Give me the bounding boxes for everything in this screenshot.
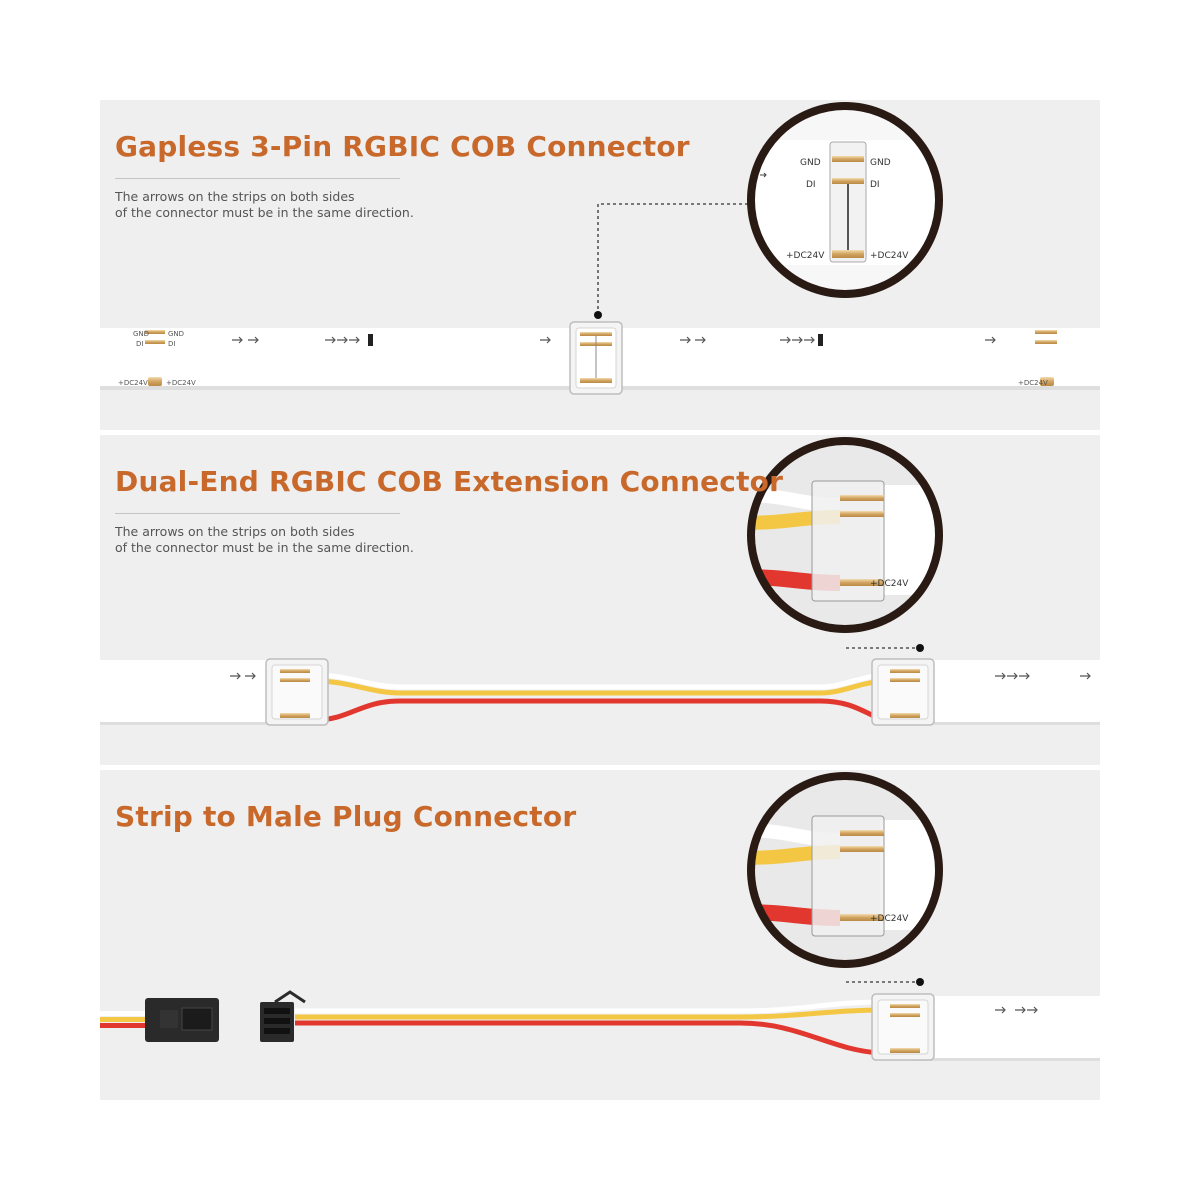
section-title: Dual-End RGBIC COB Extension Connector xyxy=(115,465,784,498)
note-line-1: The arrows on the strips on both sides xyxy=(115,189,355,204)
clip-connector-icon xyxy=(265,658,329,726)
led-strip xyxy=(912,996,1100,1060)
clip-connector-icon xyxy=(871,658,935,726)
magnifier-circle-icon: +DC24V xyxy=(747,772,943,968)
title-divider xyxy=(115,178,400,179)
svg-text:+DC24V: +DC24V xyxy=(166,379,196,387)
zoom-label-din-right: DI xyxy=(870,180,880,190)
direction-arrow-icon xyxy=(230,672,1091,680)
led-strip-right xyxy=(912,660,1100,724)
note-line-1: The arrows on the strips on both sides xyxy=(115,524,355,539)
plug-wires xyxy=(295,999,881,1056)
zoom-label-power: +DC24V xyxy=(870,914,909,924)
title-divider xyxy=(115,513,400,514)
extension-diagram: +DC24V xyxy=(100,437,1100,726)
male-plug-icon xyxy=(145,998,219,1042)
direction-note: The arrows on the strips on both sides o… xyxy=(115,189,414,221)
panel-gapless-connector: GND GND DI DI +DC24V +DC24V +DC24V xyxy=(100,100,1100,430)
clip-connector-icon xyxy=(871,993,935,1061)
male-plug-icon xyxy=(260,990,306,1042)
svg-text:+DC24V: +DC24V xyxy=(118,379,148,387)
svg-text:DI: DI xyxy=(168,340,175,348)
zoom-label-power-left: +DC24V xyxy=(786,251,825,261)
strip-pads-right: +DC24V xyxy=(1018,330,1057,387)
note-line-2: of the connector must be in the same dir… xyxy=(115,205,414,220)
direction-note: The arrows on the strips on both sides o… xyxy=(115,524,414,556)
section-title: Strip to Male Plug Connector xyxy=(115,800,577,833)
gapless-diagram: GND GND DI DI +DC24V +DC24V +DC24V xyxy=(100,102,1100,395)
zoom-label-power: +DC24V xyxy=(870,579,909,589)
zoom-label-power-right: +DC24V xyxy=(870,251,909,261)
plug-cable-left xyxy=(100,1011,148,1028)
zoom-label-din-left: DI xyxy=(806,180,816,190)
section-title: Gapless 3-Pin RGBIC COB Connector xyxy=(115,130,690,163)
panel-strip-to-male-plug: +DC24V Strip to Male Plug Connector xyxy=(100,770,1100,1100)
svg-text:DI: DI xyxy=(136,340,143,348)
note-line-2: of the connector must be in the same dir… xyxy=(115,540,414,555)
direction-arrow-icon xyxy=(995,1006,1038,1014)
svg-text:+DC24V: +DC24V xyxy=(1018,379,1048,387)
callout-leader-line xyxy=(597,203,752,315)
svg-text:GND: GND xyxy=(133,330,149,338)
magnifier-circle-icon: GND GND DI DI +DC24V +DC24V xyxy=(747,102,943,298)
direction-arrow-icon xyxy=(232,336,996,344)
zoom-label-gnd-left: GND xyxy=(800,158,821,168)
panel-dual-end-extension: +DC24V Dual-End RGBIC COB Extension Conn… xyxy=(100,435,1100,765)
extension-wires xyxy=(312,672,893,723)
clip-connector-icon xyxy=(569,321,623,395)
plug-diagram: +DC24V xyxy=(100,772,1100,1061)
zoom-label-gnd-right: GND xyxy=(870,158,891,168)
strip-pads-left: GND GND DI DI +DC24V +DC24V xyxy=(118,330,196,387)
svg-text:GND: GND xyxy=(168,330,184,338)
